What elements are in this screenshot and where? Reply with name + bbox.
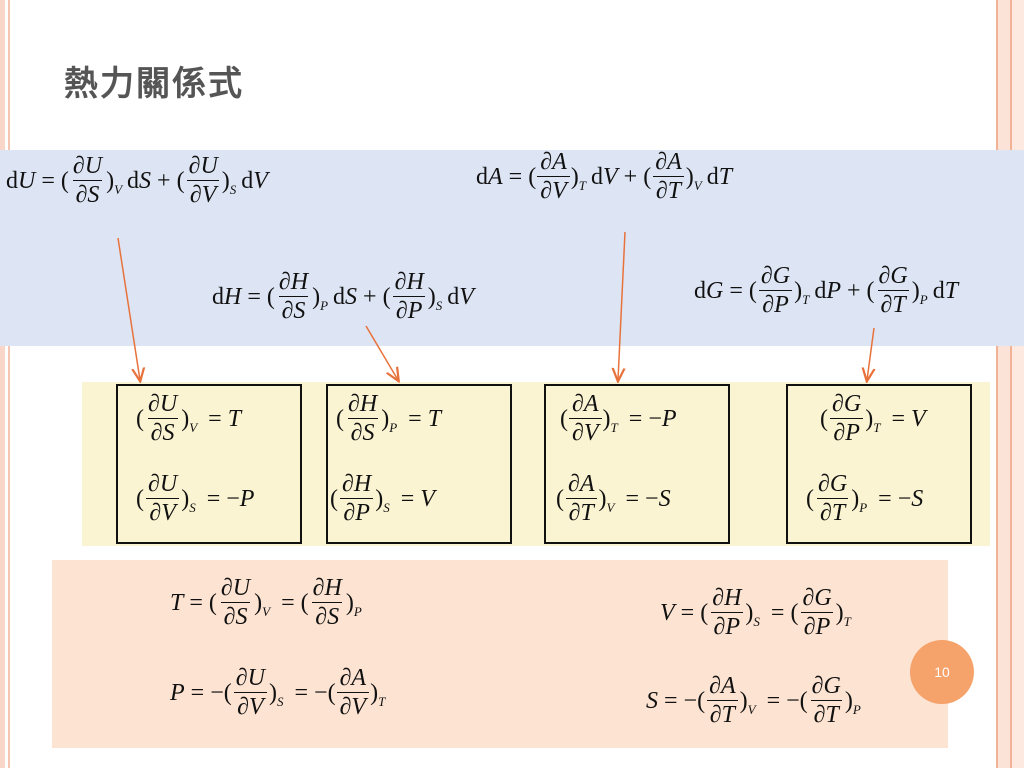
fraction: ∂G∂T (816, 471, 849, 526)
box-internal-energy (116, 384, 302, 544)
relation-dU-dV: ( ∂U∂V )S =−P (136, 471, 255, 526)
maxwell-derivative-band (82, 382, 990, 546)
decor-stripe-right (984, 0, 1024, 768)
fraction: ∂H∂P (340, 471, 373, 526)
relation-dH-dP: ( ∂H∂P )S =V (330, 471, 435, 526)
fraction: ∂H∂S (347, 391, 378, 446)
arrow-da (618, 231, 626, 380)
slide-title: 熱力關係式 (64, 64, 244, 104)
arrow-dg (867, 327, 874, 380)
summary-S: S=−( ∂A∂T )V =−( ∂G∂T )P (646, 673, 861, 728)
fraction: ∂U∂S (72, 153, 103, 208)
arrow-dh (365, 325, 398, 380)
relation-dG-dP: ( ∂G∂P )T =V (820, 391, 926, 446)
box-gibbs (786, 384, 972, 544)
fraction: ∂A∂T (652, 150, 685, 203)
fraction: ∂U∂S (220, 575, 251, 630)
fraction: ∂H∂P (392, 269, 426, 324)
summary-relations-band (52, 560, 948, 748)
fraction: ∂U∂S (147, 391, 178, 446)
fraction: ∂G∂P (759, 263, 792, 318)
fraction: ∂A∂V (569, 392, 602, 445)
fraction: ∂G∂T (877, 263, 909, 318)
fraction: ∂U∂V (234, 665, 267, 720)
fraction: ∂H∂S (278, 269, 309, 324)
box-enthalpy (326, 384, 512, 544)
summary-V: V=( ∂H∂P )S =( ∂G∂P )T (660, 585, 851, 640)
fraction: ∂G∂P (800, 585, 834, 640)
fraction: ∂A∂T (565, 472, 598, 525)
fraction: ∂G∂P (830, 391, 863, 446)
relation-dA-dT: ( ∂A∂T )V =−S (556, 471, 671, 526)
summary-P: P=−( ∂U∂V )S =−( ∂A∂V )T (170, 665, 386, 720)
fraction: ∂U∂V (146, 471, 179, 526)
relation-dG-dT: ( ∂G∂T )P =−S (806, 471, 924, 526)
differential-equations-band (0, 150, 1024, 346)
box-helmholtz (544, 384, 730, 544)
arrow-du (117, 237, 140, 380)
fraction: ∂A∂V (537, 150, 570, 203)
summary-T: T=( ∂U∂S )V =( ∂H∂S )P (170, 575, 362, 630)
relation-dA-dV: ( ∂A∂V )T =−P (560, 391, 677, 446)
fraction: ∂H∂P (710, 585, 744, 640)
fraction: ∂H∂S (312, 575, 343, 630)
fraction: ∂A∂V (336, 666, 370, 719)
page-number-badge: 10 (910, 640, 974, 704)
relation-dU-dS: ( ∂U∂S )V =T (136, 391, 242, 446)
fraction: ∂G∂T (810, 673, 842, 728)
fraction: ∂A∂T (706, 674, 739, 727)
fraction: ∂U∂V (186, 153, 220, 208)
relation-dH-dS: ( ∂H∂S )P =T (336, 391, 442, 446)
